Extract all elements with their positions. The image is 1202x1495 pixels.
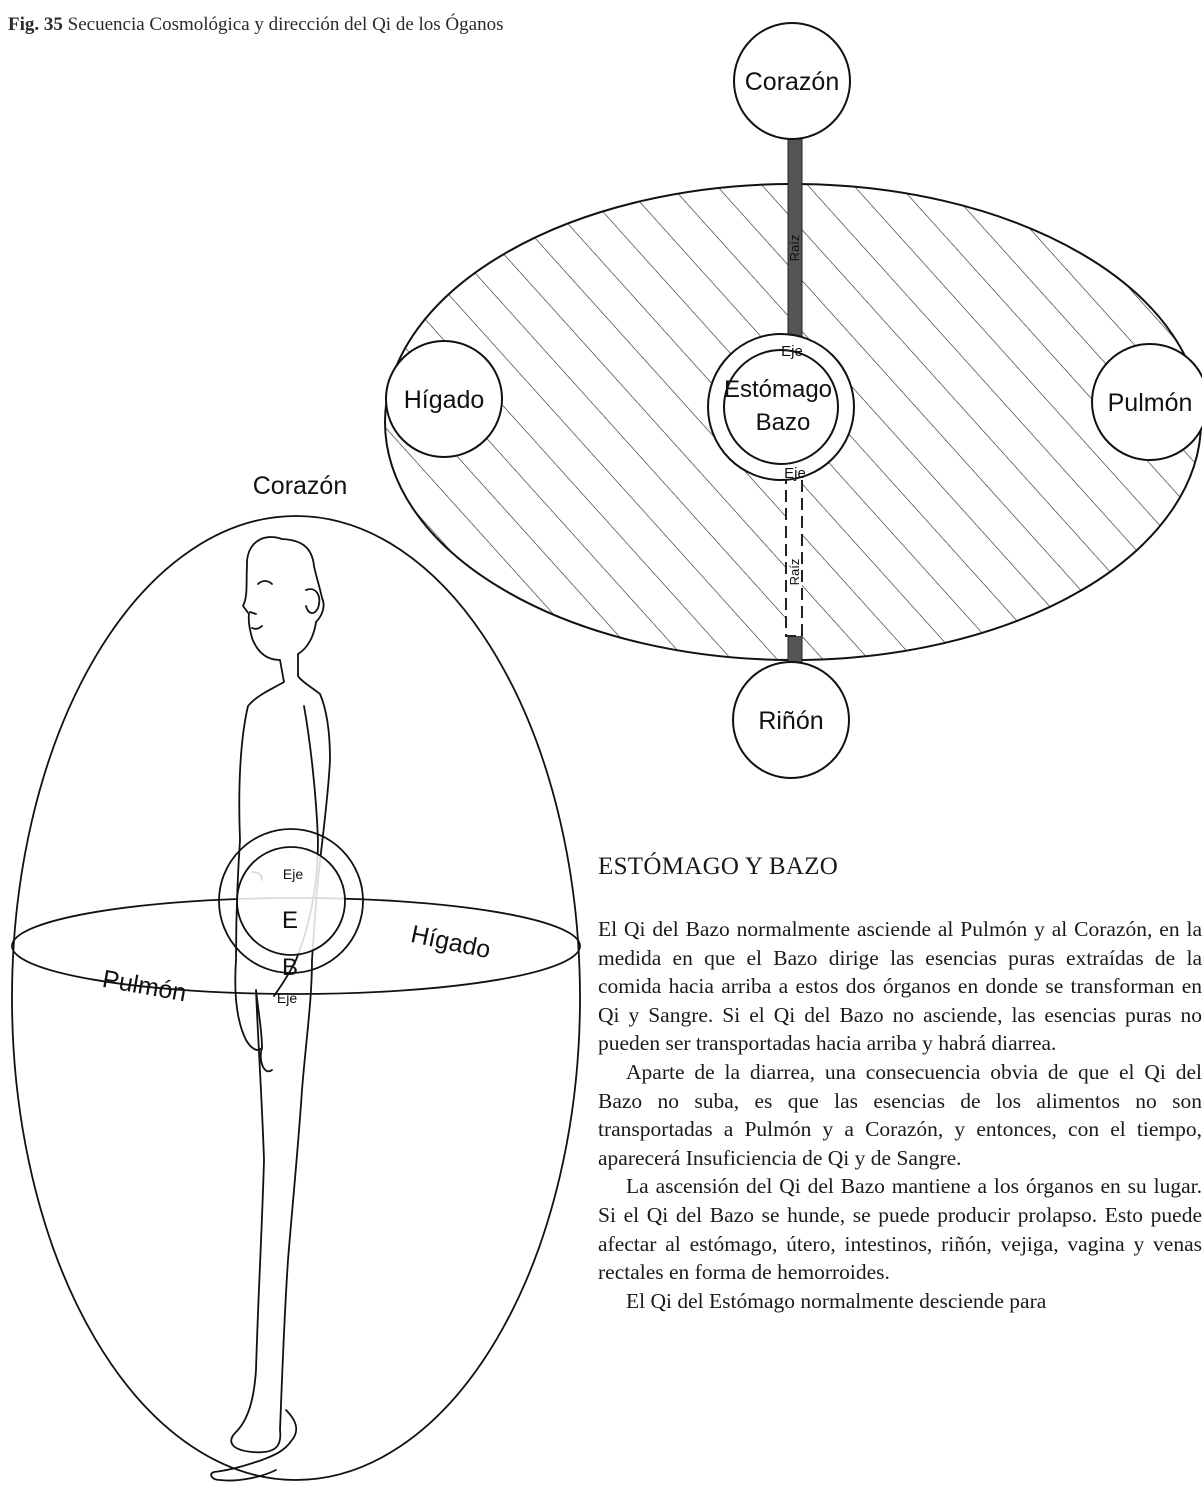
root-bar-lower-dashed (786, 478, 802, 636)
body-text: El Qi del Bazo normalmente asciende al P… (598, 915, 1202, 1315)
body-axis-lower-label: Eje (277, 990, 297, 1006)
root-upper-label: Raíz (787, 235, 802, 262)
human-figure (211, 537, 330, 1481)
body-inner-circle (237, 847, 345, 955)
paragraph: Aparte de la diarrea, una consecuencia o… (598, 1058, 1202, 1172)
paragraph: El Qi del Bazo normalmente asciende al P… (598, 915, 1202, 1058)
body-diagram: Corazón Hígado Pulmón E B Eje Eje (12, 472, 580, 1481)
liver-label: Hígado (404, 386, 485, 414)
section-heading: ESTÓMAGO Y BAZO (598, 853, 838, 881)
body-lung-label: Pulmón (100, 965, 188, 1007)
stomach-spleen-circle (724, 350, 838, 464)
root-lower-label: Raíz (787, 559, 802, 586)
axis-lower-label: Eje (784, 465, 806, 482)
stomach-label: Estómago (724, 376, 832, 403)
paragraph: El Qi del Estómago normalmente desciende… (598, 1287, 1202, 1316)
cosmological-diagram: Corazón Hígado Pulmón Riñón Estómago Baz… (385, 23, 1202, 778)
kidney-label: Riñón (758, 707, 823, 735)
axis-upper-label: Eje (781, 343, 803, 360)
body-heart-label: Corazón (253, 472, 348, 500)
body-liver-label: Hígado (408, 920, 493, 964)
body-axis-upper-label: Eje (283, 866, 303, 882)
lung-label: Pulmón (1108, 389, 1193, 417)
body-e-label: E (282, 907, 298, 934)
paragraph: La ascensión del Qi del Bazo mantiene a … (598, 1172, 1202, 1286)
body-b-label: B (282, 954, 298, 981)
heart-label: Corazón (745, 68, 840, 96)
spleen-label: Bazo (756, 409, 811, 436)
root-bar-lower-solid (788, 636, 802, 662)
